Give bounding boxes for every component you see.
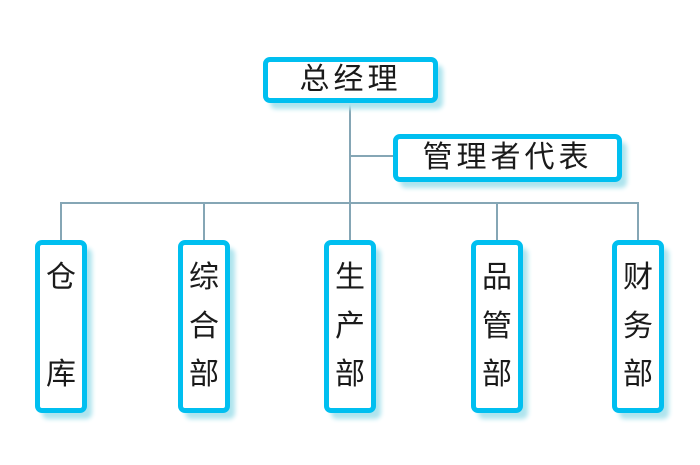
vertical-char: 部 [335, 358, 365, 391]
vertical-char: 产 [335, 309, 365, 343]
vertical-char: 综 [189, 261, 219, 294]
org-node-general-affairs-dept: 综合部 [178, 240, 230, 413]
connector-branch-representative [350, 155, 393, 157]
vertical-char: 部 [189, 358, 219, 391]
connector-distribution-horizontal [60, 202, 639, 204]
org-node-general-manager: 总经理 [263, 57, 438, 103]
vertical-char: 部 [482, 358, 512, 391]
vertical-char: 库 [46, 358, 76, 391]
org-node-quality-dept: 品管部 [471, 240, 523, 413]
vertical-char: 合 [189, 309, 219, 343]
vertical-char: 品 [482, 261, 512, 294]
vertical-char: 财 [623, 261, 653, 294]
connector-drop-quality [496, 202, 498, 240]
connector-drop-general-affairs [203, 202, 205, 240]
org-node-management-representative: 管理者代表 [393, 134, 622, 182]
connector-drop-warehouse [60, 202, 62, 240]
org-node-production-dept: 生产部 [324, 240, 376, 413]
connector-drop-finance [637, 202, 639, 240]
vertical-char: 部 [623, 358, 653, 391]
vertical-char: 务 [623, 309, 653, 343]
vertical-char: 仓 [46, 261, 76, 294]
connector-main-vertical [349, 103, 351, 240]
vertical-char: 管 [482, 309, 512, 343]
org-node-warehouse: 仓库 [35, 240, 87, 413]
org-node-finance-dept: 财务部 [612, 240, 664, 413]
vertical-char: 生 [335, 261, 365, 294]
